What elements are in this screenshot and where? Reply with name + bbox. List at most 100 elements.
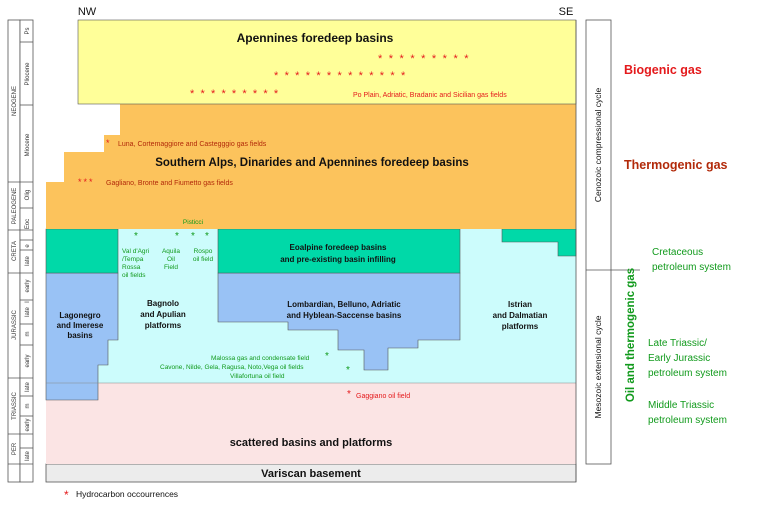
field-aquila-3: Field — [164, 264, 178, 271]
field-malossa: Malossa gas and condensate field — [211, 355, 310, 362]
epoch-tri-late: late — [25, 382, 31, 392]
epoch-cre-late: late — [25, 256, 31, 266]
unit-bagnolo-3: platforms — [145, 321, 182, 330]
orange-area — [46, 104, 576, 229]
field-po-plain: Po Plain, Adriatic, Bradanic and Sicilia… — [353, 92, 507, 99]
field-val-dagri-4: oil fields — [122, 272, 146, 279]
epoch-tri-early: early — [25, 418, 31, 431]
epoch-jur-early: early — [25, 354, 31, 367]
label-late-triassic-3: petroleum system — [648, 368, 727, 379]
chart-areas — [45, 19, 577, 483]
lombardian-area — [217, 272, 461, 371]
field-val-dagri-1: Val d'Agri — [122, 248, 149, 255]
field-cavone: Cavone, Nilde, Gela, Ragusa, Noto,Vega o… — [160, 364, 304, 371]
svg-text:*: * — [346, 365, 350, 376]
label-biogenic: Biogenic gas — [624, 63, 702, 77]
stars-row-3: ********* — [190, 88, 284, 100]
label-late-triassic-2: Early Jurassic — [648, 353, 710, 364]
svg-text:*: * — [175, 231, 179, 242]
epoch-cre-i: I — [25, 301, 31, 303]
field-aquila-1: Aquila — [162, 248, 180, 255]
legend: * Hydrocarbon occourrences — [64, 488, 178, 502]
legend-star: * — [64, 488, 69, 502]
label-middle-triassic-2: petroleum system — [648, 415, 727, 426]
unit-eoalpine-2: and pre-existing basin infilling — [280, 255, 396, 264]
epoch-tri-m: m — [25, 404, 31, 409]
star-rows: ********* ************* ********* * *** … — [78, 53, 475, 400]
unit-lagonegro-2: and Imerese — [57, 321, 104, 330]
epoch-miocene: Miocene — [25, 133, 31, 156]
field-gaggiano: Gaggiano oil field — [356, 393, 410, 400]
epoch-ps: Ps — [25, 27, 31, 34]
period-paleogene: PALEOGENE — [12, 188, 18, 225]
unit-apennines-foredeep: Apennines foredeep basins — [237, 31, 394, 45]
unit-scattered: scattered basins and platforms — [230, 437, 393, 449]
epoch-eoc: Eoc — [25, 219, 31, 229]
epoch-olig: Olig — [25, 190, 31, 201]
unit-lombardian-2: and Hyblean-Saccense basins — [287, 311, 402, 320]
svg-text:*: * — [325, 351, 329, 362]
epoch-jur-late: late — [25, 307, 31, 317]
stars-gagliano: *** — [78, 177, 95, 187]
label-se: SE — [559, 6, 574, 18]
strat-column — [7, 19, 34, 483]
cycle-box — [585, 19, 612, 465]
unit-variscan: Variscan basement — [261, 468, 361, 480]
field-villafortuna: Villafortuna oil field — [230, 373, 285, 380]
unit-labels: NW SE Apennines foredeep basins Southern… — [57, 6, 574, 480]
system-labels: Biogenic gas Thermogenic gas Oil and the… — [624, 63, 731, 426]
cycle-mesozoic: Mesozoic extensional cycle — [593, 315, 603, 418]
period-per: PER — [12, 442, 18, 455]
epoch-per-late: late — [25, 451, 31, 461]
cycle-labels: Cenozoic compressional cycle Mesozoic ex… — [593, 88, 603, 419]
unit-eoalpine-1: Eoalpine foredeep basins — [290, 243, 387, 252]
label-nw: NW — [78, 6, 97, 18]
label-oil-thermo: Oil and thermogenic gas — [625, 268, 637, 402]
field-pisticci: Pisticci — [183, 219, 203, 226]
epoch-pal-e: e — [25, 244, 31, 248]
epoch-cre-early: early — [25, 279, 31, 292]
stars-row-2: ************* — [274, 70, 412, 82]
cycle-cenozoic: Cenozoic compressional cycle — [593, 88, 603, 203]
unit-istrian-3: platforms — [502, 322, 539, 331]
unit-lagonegro-1: Lagonegro — [59, 311, 100, 320]
label-thermogenic: Thermogenic gas — [624, 158, 728, 172]
label-late-triassic-1: Late Triassic/ — [648, 338, 707, 349]
label-cretaceous-2: petroleum system — [652, 262, 731, 273]
lagonegro-area — [45, 272, 119, 401]
field-val-dagri-3: Rossa — [122, 264, 141, 271]
strat-labels: PER TRIASSIC JURASSIC CRETA PALEOGENE NE… — [12, 27, 31, 460]
svg-text:*: * — [205, 231, 209, 242]
yellow-area — [77, 19, 577, 105]
unit-bagnolo-2: and Apulian — [140, 310, 186, 319]
field-rospo-2: oil field — [193, 256, 214, 263]
epoch-jur-m: m — [25, 332, 31, 337]
period-triassic: TRIASSIC — [12, 391, 18, 419]
period-neogene: NEOGENE — [12, 86, 18, 116]
field-gagliano: Gagliano, Bronte and Fiumetto gas fields — [106, 180, 233, 187]
unit-istrian-2: and Dalmatian — [493, 311, 548, 320]
field-val-dagri-2: /Tempa — [122, 256, 144, 263]
unit-lagonegro-3: basins — [67, 331, 93, 340]
teal-area — [45, 228, 119, 274]
stars-luna: * — [106, 138, 110, 148]
label-cretaceous-1: Cretaceous — [652, 247, 703, 258]
green-stars: * * * * * * — [134, 231, 350, 376]
period-creta: CRETA — [12, 241, 18, 261]
unit-lombardian-1: Lombardian, Belluno, Adriatic — [287, 300, 401, 309]
unit-bagnolo-1: Bagnolo — [147, 299, 179, 308]
scattered-area — [46, 383, 576, 464]
unit-istrian-1: Istrian — [508, 300, 532, 309]
field-luna: Luna, Cortemaggiore and Castegggio gas f… — [118, 141, 267, 148]
svg-text:*: * — [134, 231, 138, 242]
legend-label: Hydrocarbon occourrences — [76, 489, 178, 499]
field-aquila-2: Oil — [167, 256, 176, 263]
label-middle-triassic-1: Middle Triassic — [648, 400, 714, 411]
field-rospo-1: Rospo — [194, 248, 213, 255]
period-jurassic: JURASSIC — [12, 309, 18, 339]
unit-southern-alps: Southern Alps, Dinarides and Apennines f… — [155, 157, 469, 169]
stars-row-1: ********* — [378, 53, 475, 65]
star-gaggiano: * — [347, 389, 351, 400]
svg-text:*: * — [191, 231, 195, 242]
